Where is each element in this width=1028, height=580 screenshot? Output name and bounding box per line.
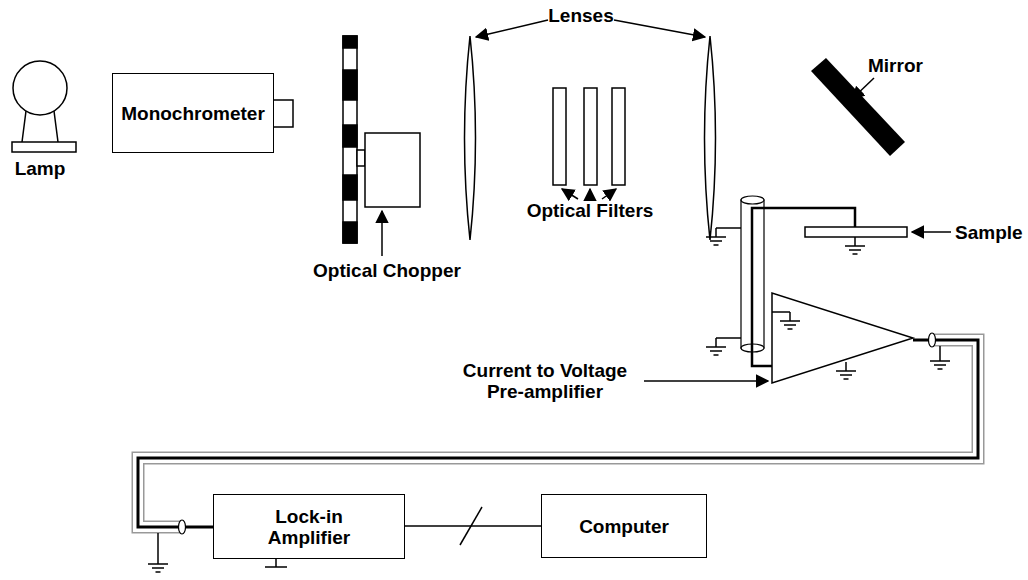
instrument-box: Computer	[541, 494, 707, 558]
part-label: Sample	[955, 222, 1023, 243]
ground-symbol	[780, 312, 800, 329]
ground-wire	[716, 337, 741, 339]
lamp-symbol	[12, 142, 76, 152]
leader-arrow	[852, 78, 874, 99]
filter-symbol	[553, 88, 566, 185]
part-label: Lenses	[548, 5, 613, 26]
amplifier-triangle	[772, 293, 913, 383]
leader-arrow	[381, 211, 383, 256]
chopper-symbol	[343, 36, 357, 48]
leader-arrow	[614, 20, 705, 37]
bus-connector	[405, 525, 541, 527]
ground-symbol	[148, 555, 168, 572]
part-label: Mirror	[868, 55, 923, 76]
leader-arrow	[912, 231, 951, 233]
lamp-symbol	[13, 61, 67, 115]
coax-cable	[741, 196, 764, 204]
ground-wire	[265, 559, 287, 567]
lamp-symbol	[22, 111, 58, 142]
part-label: Optical Filters	[527, 200, 654, 221]
ground-wire	[157, 533, 159, 555]
instrument-box: Monochrometer	[112, 73, 274, 153]
sample-plate	[805, 227, 907, 237]
filter-symbol	[553, 88, 625, 185]
ground-symbol	[836, 362, 856, 379]
ground-symbol	[706, 338, 726, 355]
ground-wire	[939, 346, 941, 352]
ground-symbol	[930, 352, 950, 369]
box-label: Lock-in Amplifier	[254, 506, 364, 548]
ground-wire	[716, 227, 741, 229]
part-label: Optical Chopper	[313, 260, 461, 281]
part-label: Lamp	[15, 158, 66, 179]
ground-symbol	[706, 228, 726, 245]
leader-arrow	[476, 20, 548, 37]
instrument-box: Lock-in Amplifier	[213, 494, 405, 559]
leader-arrow	[562, 189, 616, 199]
ground-symbol	[845, 237, 865, 254]
box-label: Monochrometer	[121, 103, 265, 124]
ground-wire	[772, 311, 790, 313]
leader-arrow	[562, 189, 578, 199]
leader-arrow	[644, 380, 768, 382]
box-label: Computer	[579, 516, 669, 537]
chopper-symbol	[343, 36, 357, 243]
leader-arrow	[589, 189, 591, 199]
chopper-symbol	[365, 133, 420, 207]
chopper-symbol	[357, 150, 365, 166]
filter-symbol	[584, 88, 597, 185]
leader-arrow	[602, 189, 616, 199]
lamp-symbol	[12, 61, 76, 152]
lens-symbol	[465, 36, 476, 240]
chopper-symbol	[343, 175, 357, 200]
lens-symbol	[465, 36, 716, 240]
chopper-symbol	[343, 70, 357, 100]
coax-cable	[929, 333, 936, 347]
chopper-symbol	[343, 125, 357, 147]
lens-symbol	[705, 36, 716, 240]
part-label: Current to Voltage Pre-amplifier	[453, 360, 638, 402]
filter-symbol	[612, 88, 625, 185]
coax-cable	[179, 520, 186, 534]
chopper-symbol	[343, 222, 357, 243]
